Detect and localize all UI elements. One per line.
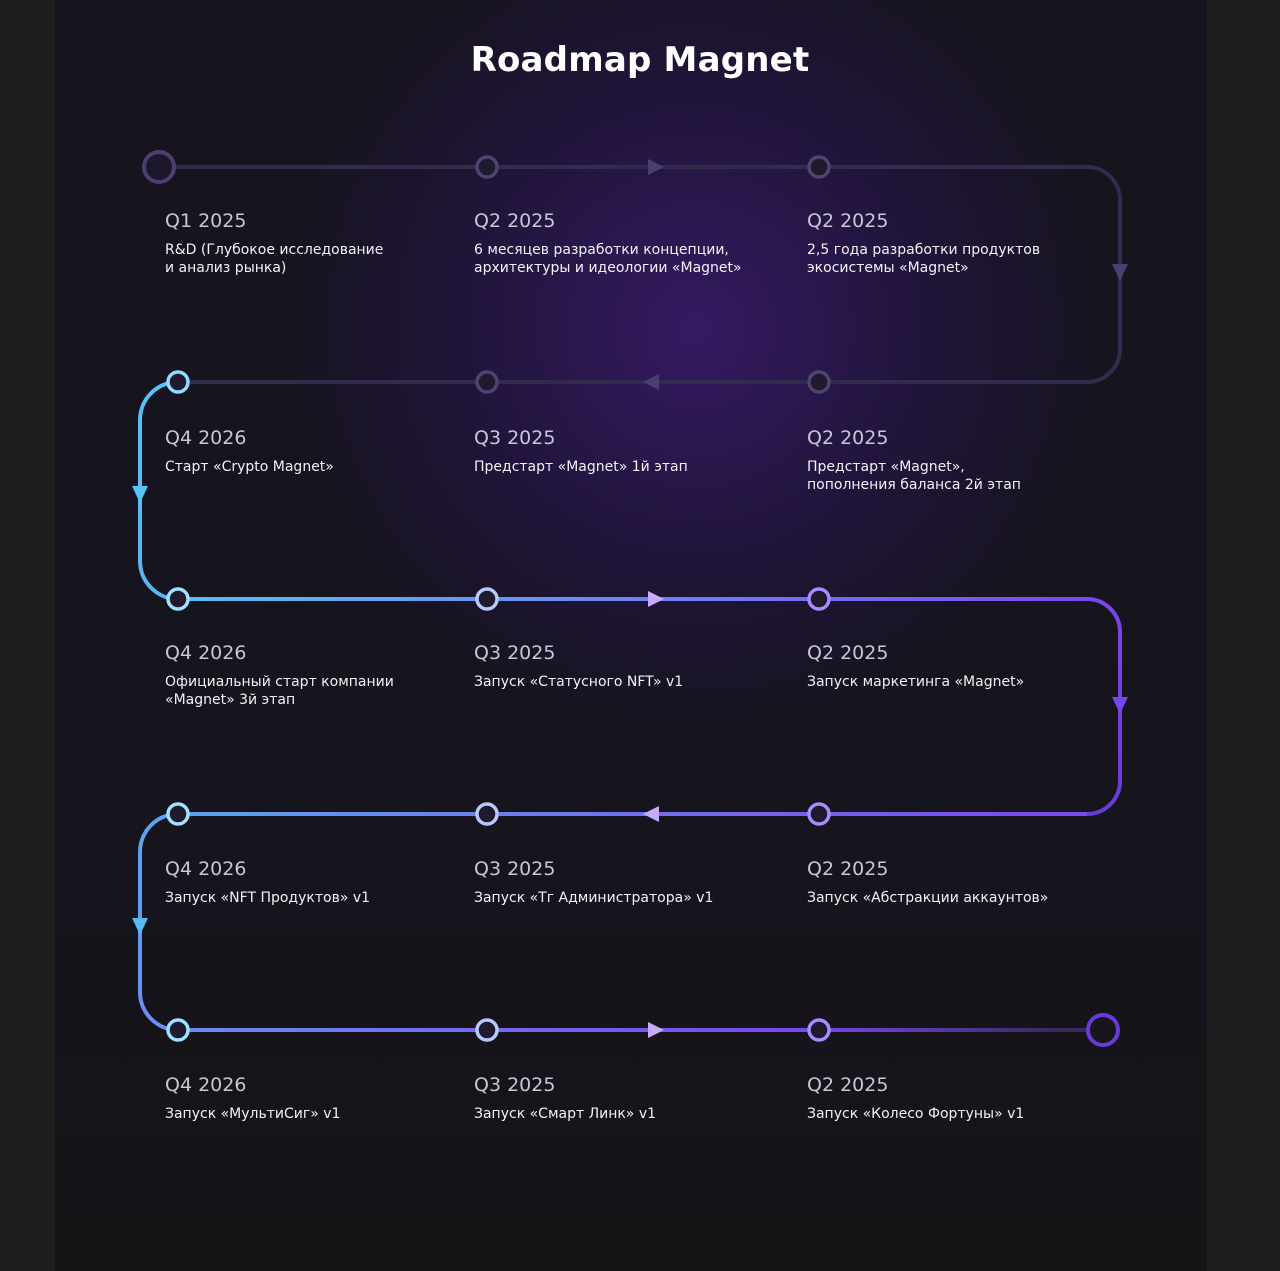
milestone: Q3 2025 Запуск «Тг Администратора» v1	[474, 857, 774, 907]
milestone-text: Запуск «Колесо Фортуны» v1	[807, 1106, 1025, 1122]
milestone-text: Предстарт «Magnet» 1й этап	[474, 459, 688, 475]
milestone-quarter: Q3 2025	[474, 858, 556, 880]
page-title: Roadmap Magnet	[470, 40, 810, 80]
milestone: Q2 2025 Запуск маркетинга «Magnet»	[807, 641, 1107, 691]
timeline-node	[475, 370, 499, 394]
timeline-node	[166, 802, 190, 826]
milestone: Q1 2025 R&D (Глубокое исследование и ана…	[165, 209, 465, 277]
timeline-node	[475, 155, 499, 179]
timeline-node	[166, 587, 190, 611]
milestone-quarter: Q3 2025	[474, 642, 556, 664]
arrow-right-icon	[648, 1022, 664, 1038]
milestone: Q4 2026 Запуск «NFT Продуктов» v1	[165, 857, 465, 907]
timeline-node	[807, 587, 831, 611]
start-node	[142, 150, 176, 184]
milestone: Q2 2025 Запуск «Колесо Фортуны» v1	[807, 1073, 1107, 1123]
milestone-quarter: Q2 2025	[807, 858, 889, 880]
milestone: Q4 2026 Официальный старт компании «Magn…	[165, 641, 465, 709]
timeline-node	[475, 802, 499, 826]
milestone-quarter: Q4 2026	[165, 642, 247, 664]
arrow-left-icon	[643, 374, 659, 390]
end-node	[1086, 1013, 1120, 1047]
milestone-text: Официальный старт компании «Magnet» 3й э…	[165, 674, 394, 708]
milestone-quarter: Q2 2025	[807, 642, 889, 664]
milestone-quarter: Q3 2025	[474, 427, 556, 449]
milestone-text: 6 месяцев разработки концепции, архитект…	[474, 242, 742, 276]
milestone: Q4 2026 Старт «Crypto Magnet»	[165, 426, 465, 476]
timeline-node	[475, 1018, 499, 1042]
arrow-down-icon	[132, 918, 148, 935]
timeline-node	[807, 802, 831, 826]
milestone-text: Предстарт «Magnet», пополнения баланса 2…	[807, 459, 1021, 493]
arrow-right-icon	[648, 591, 664, 607]
milestone: Q3 2025 Запуск «Статусного NFT» v1	[474, 641, 774, 691]
timeline-node	[807, 1018, 831, 1042]
roadmap-panel	[55, 0, 1207, 1271]
arrow-down-icon	[1112, 264, 1128, 281]
track-segment-right-2	[1060, 597, 1122, 816]
milestone: Q3 2025 Запуск «Смарт Линк» v1	[474, 1073, 774, 1123]
milestone: Q2 2025 2,5 года разработки продуктов эк…	[807, 209, 1107, 277]
milestone-quarter: Q2 2025	[807, 1074, 889, 1096]
milestone-text: Запуск «Смарт Линк» v1	[474, 1106, 657, 1122]
milestone-quarter: Q2 2025	[474, 210, 556, 232]
milestone-text: Запуск маркетинга «Magnet»	[807, 674, 1025, 690]
milestone-text: Запуск «Статусного NFT» v1	[474, 674, 684, 690]
milestone-text: R&D (Глубокое исследование и анализ рынк…	[165, 242, 384, 276]
timeline-node	[166, 370, 190, 394]
arrow-left-icon	[643, 806, 659, 822]
milestone-quarter: Q2 2025	[807, 210, 889, 232]
milestone-quarter: Q4 2026	[165, 427, 247, 449]
timeline-node	[166, 1018, 190, 1042]
milestone-quarter: Q1 2025	[165, 210, 247, 232]
timeline-node	[475, 587, 499, 611]
timeline-node	[807, 370, 831, 394]
milestone: Q2 2025 Запуск «Абстракции аккаунтов»	[807, 857, 1107, 907]
milestone-quarter: Q3 2025	[474, 1074, 556, 1096]
milestone: Q2 2025 Предстарт «Magnet», пополнения б…	[807, 426, 1107, 494]
milestone-text: Запуск «Абстракции аккаунтов»	[807, 890, 1049, 906]
milestone-text: Запуск «МультиСиг» v1	[165, 1106, 341, 1122]
timeline-node	[807, 155, 831, 179]
milestone-quarter: Q4 2026	[165, 858, 247, 880]
arrow-right-icon	[648, 159, 664, 175]
milestone-quarter: Q2 2025	[807, 427, 889, 449]
milestone: Q3 2025 Предстарт «Magnet» 1й этап	[474, 426, 774, 476]
milestone-text: Старт «Crypto Magnet»	[165, 459, 334, 475]
arrow-down-icon	[132, 486, 148, 503]
milestone-text: 2,5 года разработки продуктов экосистемы…	[807, 242, 1041, 276]
milestone-text: Запуск «Тг Администратора» v1	[474, 890, 714, 906]
milestone-quarter: Q4 2026	[165, 1074, 247, 1096]
milestone: Q4 2026 Запуск «МультиСиг» v1	[165, 1073, 465, 1123]
milestone-text: Запуск «NFT Продуктов» v1	[165, 890, 371, 906]
arrow-down-icon	[1112, 697, 1128, 714]
milestone: Q2 2025 6 месяцев разработки концепции, …	[474, 209, 774, 277]
